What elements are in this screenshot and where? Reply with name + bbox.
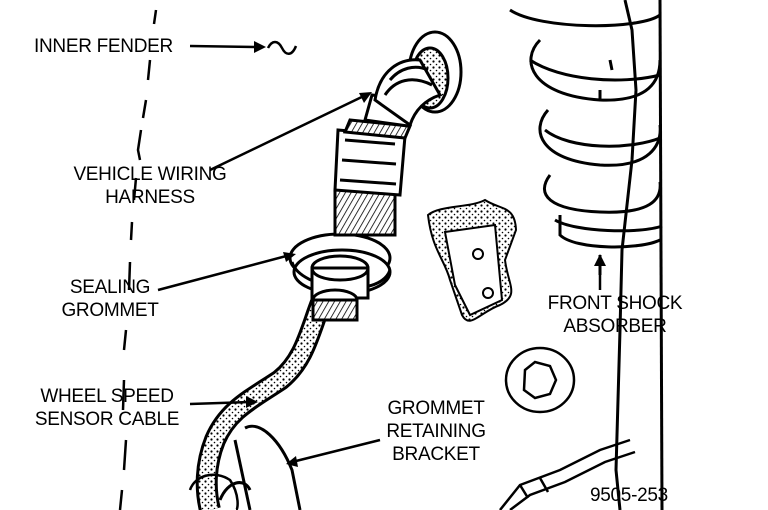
label-grommet-retaining-bracket: GROMMET RETAINING BRACKET xyxy=(386,398,486,465)
grommet-retaining-bracket-graphic xyxy=(218,424,302,510)
sealing-grommet-leader xyxy=(157,253,291,292)
inner-fender-edge xyxy=(118,9,158,510)
front-shock-absorber-graphic xyxy=(509,0,664,510)
shock-arrow xyxy=(594,254,606,290)
sensor-cable-graphic xyxy=(188,295,333,510)
inner-fender-leader xyxy=(189,44,259,49)
fender-plate xyxy=(426,198,518,322)
figure-number: 9505-253 xyxy=(590,485,668,506)
label-sealing-grommet: SEALING GROMMET xyxy=(61,277,159,321)
label-inner-fender: INNER FENDER xyxy=(34,36,173,57)
sealing-grommet-graphic xyxy=(288,232,392,322)
arrowheads xyxy=(246,41,372,467)
knuckle-bolt xyxy=(504,346,576,414)
inner-fender-squiggle xyxy=(266,40,298,55)
label-front-shock-absorber: FRONT SHOCK ABSORBER xyxy=(547,293,683,337)
harness-leader xyxy=(209,92,369,172)
sensor-cable-leader xyxy=(189,400,251,406)
bracket-leader xyxy=(291,438,381,464)
brake-hose xyxy=(499,438,636,510)
label-wheel-speed-sensor-cable: WHEEL SPEED SENSOR CABLE xyxy=(34,386,180,430)
wiring-harness-graphic xyxy=(373,30,463,128)
leader-lines xyxy=(157,40,381,464)
label-vehicle-wiring-harness: VEHICLE WIRING HARNESS xyxy=(73,164,227,208)
